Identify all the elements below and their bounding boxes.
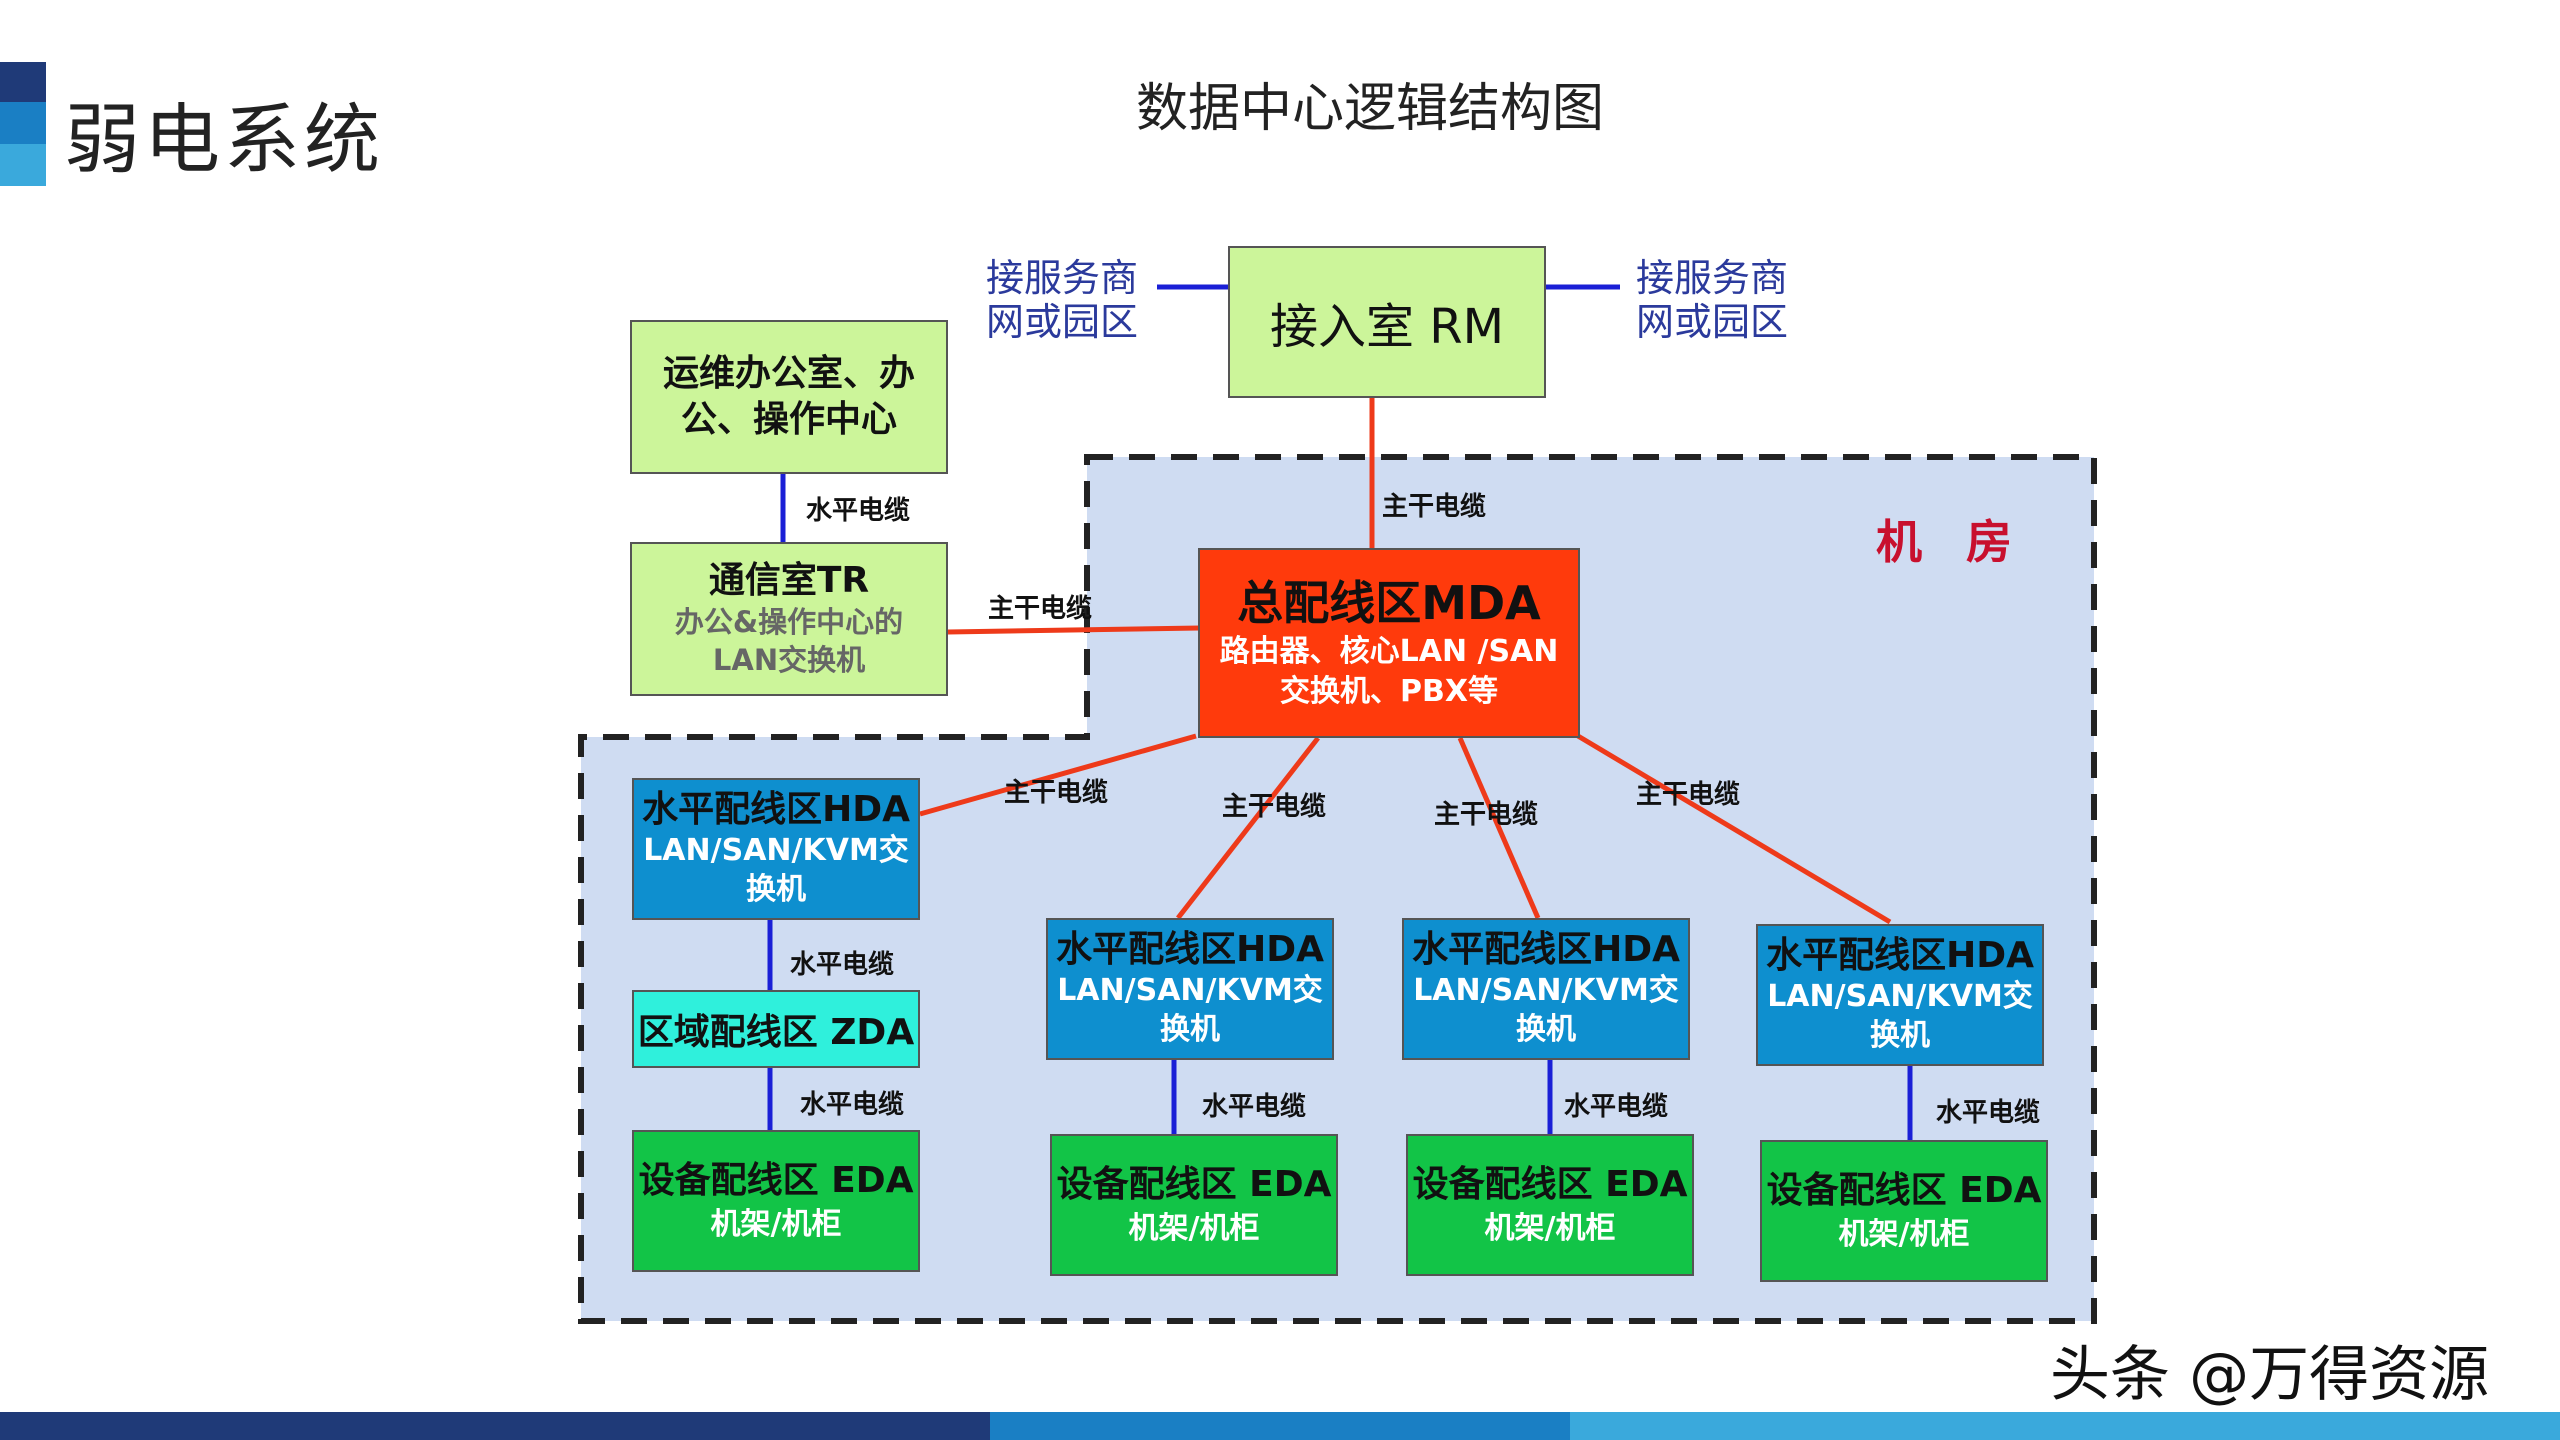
eda-3-line1: 设备配线区 EDA [1412,1164,1688,1205]
title-accent-light [0,144,46,186]
tr-box: 通信室TR 办公&操作中心的 LAN交换机 [630,542,948,696]
footer-bar-light [1570,1412,2560,1440]
watermark: 头条 @万得资源 [2050,1340,2490,1410]
rm-box: 接入室 RM [1228,246,1546,398]
ops-line2: 公、操作中心 [680,399,897,440]
cable-label-mda-hda2: 主干电缆 [1222,792,1327,822]
eda-1-line2: 机架/机柜 [710,1207,842,1242]
machine-room-area [578,454,2097,1324]
rm-label: 接入室 RM [1269,299,1505,355]
hda-1-line3: 换机 [746,872,806,907]
hda-2-line3: 换机 [1160,1012,1220,1047]
page-title: 弱电系统 [64,95,384,184]
hda-4-line1: 水平配线区HDA [1766,935,2034,976]
tr-mda-backbone [947,625,1201,635]
footer-bar-dark [0,1412,990,1440]
cable-label-hda4-eda4: 水平电缆 [1936,1098,2041,1128]
mda-hda2-backbone [1176,736,1320,920]
tr-line2: 办公&操作中心的 [674,605,904,639]
zda-label: 区域配线区 ZDA [637,1012,915,1053]
mda-line3: 交换机、PBX等 [1280,674,1498,709]
hda-3-line1: 水平配线区HDA [1412,929,1680,970]
provider-left-line2: 网或园区 [985,300,1138,344]
cable-label-mda-hda1: 主干电缆 [1004,778,1109,808]
provider-left-line1: 接服务商 [985,256,1138,300]
eda-box-3: 设备配线区 EDA 机架/机柜 [1406,1134,1694,1276]
hda-2-line1: 水平配线区HDA [1056,929,1324,970]
cable-label-zda-eda1: 水平电缆 [800,1090,905,1120]
cable-label-hda1-zda: 水平电缆 [790,950,895,980]
provider-right-line1: 接服务商 [1635,256,1788,300]
title-accent-mid [0,102,46,144]
hda-box-1: 水平配线区HDA LAN/SAN/KVM交 换机 [632,778,920,920]
cable-label-rm-mda: 主干电缆 [1382,492,1487,522]
mda-hda3-backbone [1457,737,1541,919]
mda-hda1-backbone [919,733,1197,817]
zda-box: 区域配线区 ZDA [632,990,920,1068]
eda-1-line1: 设备配线区 EDA [638,1160,914,1201]
hda-box-4: 水平配线区HDA LAN/SAN/KVM交 换机 [1756,924,2044,1066]
title-accent-dark [0,62,46,102]
cable-label-hda3-eda3: 水平电缆 [1564,1092,1669,1122]
cable-label-mda-hda3: 主干电缆 [1434,800,1539,830]
hda-1-line1: 水平配线区HDA [642,789,910,830]
tr-line3: LAN交换机 [712,643,866,677]
hda-3-line3: 换机 [1516,1012,1576,1047]
hda-4-line2: LAN/SAN/KVM交 [1767,979,2033,1014]
machine-room-label: 机 房 [1876,515,2027,569]
eda-3-line2: 机架/机柜 [1484,1211,1616,1246]
eda-box-4: 设备配线区 EDA 机架/机柜 [1760,1140,2048,1282]
footer-bar-mid [990,1412,1570,1440]
provider-right-line2: 网或园区 [1635,300,1788,344]
cable-label-hda2-eda2: 水平电缆 [1202,1092,1307,1122]
cable-label-tr-mda: 主干电缆 [988,594,1093,624]
tr-line1: 通信室TR [708,560,870,601]
provider-left-label: 接服务商 网或园区 [972,256,1152,344]
mda-line1: 总配线区MDA [1237,576,1541,630]
eda-2-line1: 设备配线区 EDA [1056,1164,1332,1205]
mda-line2: 路由器、核心LAN /SAN [1219,634,1559,669]
eda-box-1: 设备配线区 EDA 机架/机柜 [632,1130,920,1272]
eda-box-2: 设备配线区 EDA 机架/机柜 [1050,1134,1338,1276]
diagram-title: 数据中心逻辑结构图 [1135,79,1604,139]
provider-right-label: 接服务商 网或园区 [1622,256,1802,344]
cable-label-mda-hda4: 主干电缆 [1636,780,1741,810]
hda-box-3: 水平配线区HDA LAN/SAN/KVM交 换机 [1402,918,1690,1060]
hda-3-line2: LAN/SAN/KVM交 [1413,973,1679,1008]
ops-line1: 运维办公室、办 [662,353,915,394]
mda-hda4-backbone [1576,733,1892,925]
ops-office-box: 运维办公室、办 公、操作中心 [630,320,948,474]
eda-4-line1: 设备配线区 EDA [1766,1170,2042,1211]
eda-2-line2: 机架/机柜 [1128,1211,1260,1246]
hda-4-line3: 换机 [1870,1018,1930,1053]
eda-4-line2: 机架/机柜 [1838,1217,1970,1252]
mda-box: 总配线区MDA 路由器、核心LAN /SAN 交换机、PBX等 [1198,548,1580,738]
hda-1-line2: LAN/SAN/KVM交 [643,833,909,868]
hda-2-line2: LAN/SAN/KVM交 [1057,973,1323,1008]
cable-label-ops-tr: 水平电缆 [806,496,911,526]
hda-box-2: 水平配线区HDA LAN/SAN/KVM交 换机 [1046,918,1334,1060]
